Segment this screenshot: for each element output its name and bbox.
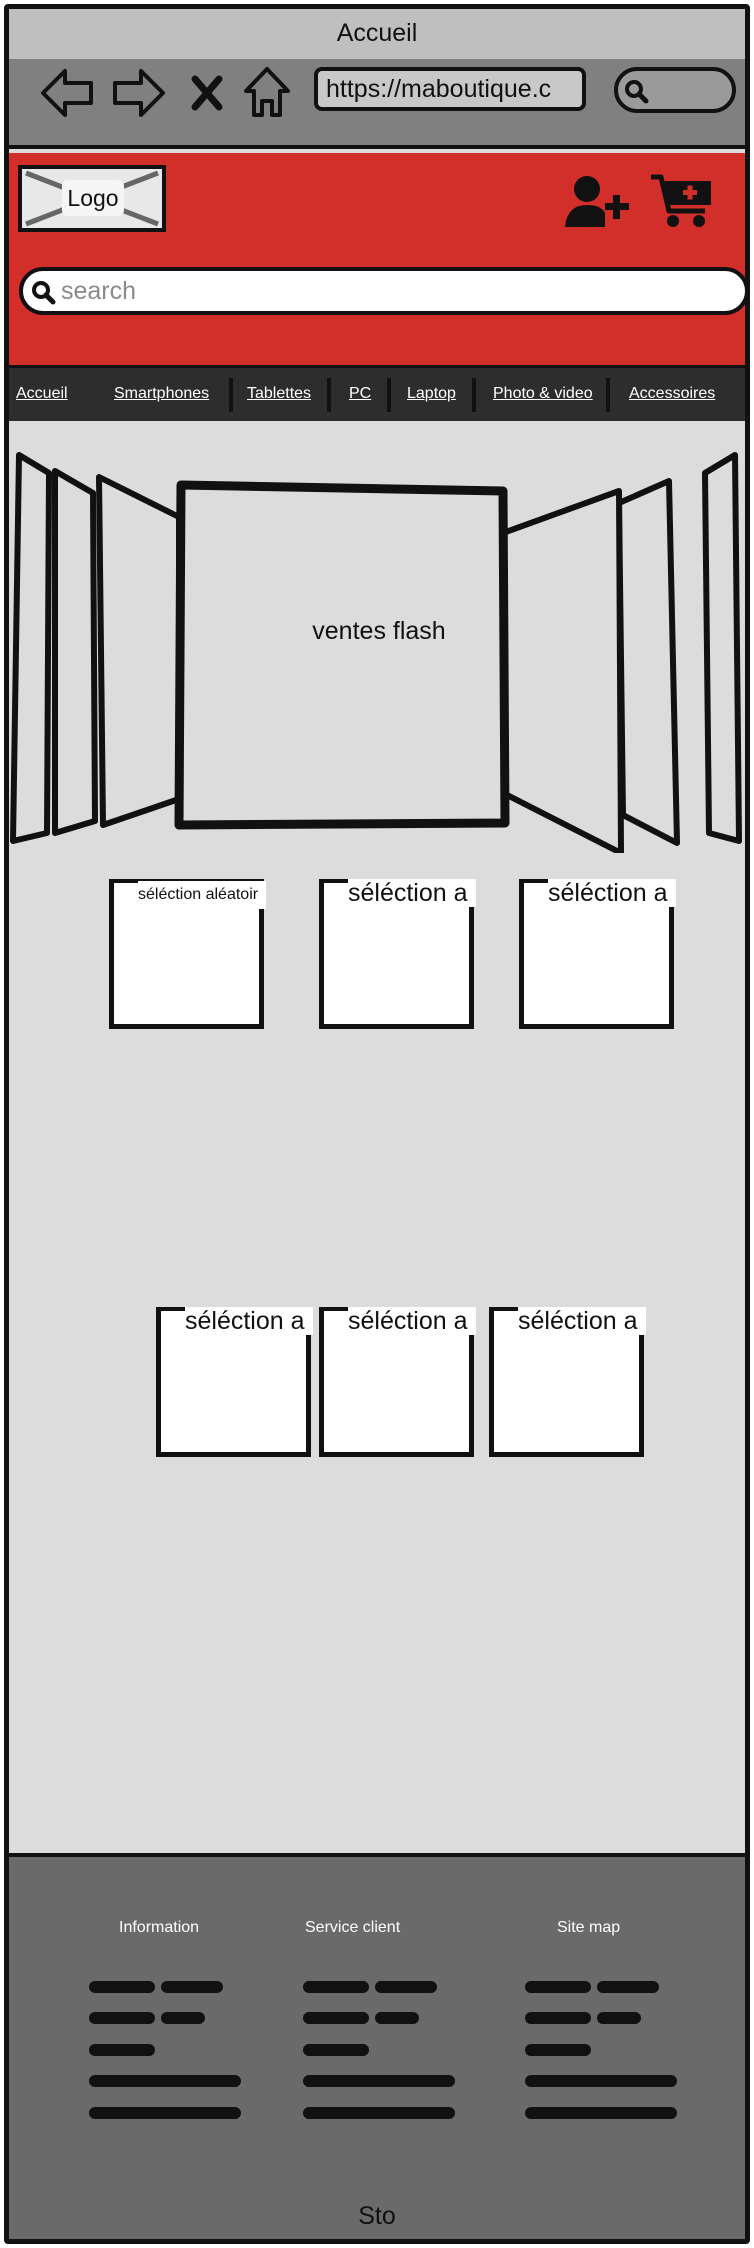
product-tile-label: séléction a [548, 879, 676, 907]
nav-item-accueil[interactable]: Accueil [16, 385, 68, 402]
site-search-box[interactable] [19, 267, 745, 315]
search-input[interactable] [61, 274, 701, 308]
placeholder-text [525, 2107, 677, 2119]
nav-item-accessoires[interactable]: Accessoires [629, 385, 716, 402]
placeholder-text [303, 2075, 455, 2087]
add-user-icon[interactable] [565, 173, 631, 231]
product-tile-label: séléction a [348, 1307, 476, 1335]
carousel-slide [616, 478, 680, 846]
carousel-slide [702, 452, 742, 844]
product-tile[interactable]: séléction a [319, 1307, 476, 1457]
placeholder-text [597, 1981, 659, 1993]
nav-item-tablettes[interactable]: Tablettes [247, 385, 312, 402]
carousel-slide [52, 468, 98, 836]
product-tile[interactable]: séléction a [489, 1307, 646, 1457]
nav-item-pc[interactable]: PC [349, 385, 372, 402]
footer-bottom-text: Sto [358, 2202, 396, 2230]
placeholder-text [303, 2044, 369, 2056]
add-to-cart-icon[interactable] [649, 173, 715, 231]
site-footer: Information Service client Site map [9, 1853, 745, 2239]
placeholder-text [525, 2012, 591, 2024]
placeholder-text [89, 2075, 241, 2087]
footer-heading-information[interactable]: Information [119, 1919, 200, 1936]
product-tile[interactable]: séléction a [156, 1307, 313, 1457]
search-icon [32, 281, 56, 305]
product-tile[interactable]: séléction a [519, 879, 676, 1029]
placeholder-text [525, 1981, 591, 1993]
forward-arrow-icon[interactable] [109, 65, 169, 121]
placeholder-text [303, 2012, 369, 2024]
product-tile-label: séléction a [348, 879, 476, 907]
product-tile-label: séléction a [185, 1307, 313, 1335]
placeholder-text [161, 1981, 223, 1993]
close-icon[interactable] [187, 65, 227, 121]
nav-item-photo-video[interactable]: Photo & video [493, 385, 593, 402]
placeholder-text [525, 2044, 591, 2056]
placeholder-text [89, 1981, 155, 1993]
browser-search[interactable] [614, 67, 736, 113]
product-tile[interactable]: séléction a [319, 879, 476, 1029]
placeholder-text [89, 2107, 241, 2119]
nav-item-smartphones[interactable]: Smartphones [114, 385, 210, 402]
placeholder-text [597, 2012, 641, 2024]
placeholder-text [525, 2075, 677, 2087]
carousel[interactable] [9, 413, 745, 853]
carousel-slide [10, 452, 52, 844]
product-tile[interactable]: séléction aléatoir [109, 879, 266, 1029]
nav-separator [606, 378, 610, 412]
carousel-main-slide[interactable] [174, 480, 510, 830]
placeholder-text [161, 2012, 205, 2024]
placeholder-text [89, 2044, 155, 2056]
footer-heading-site-map[interactable]: Site map [557, 1919, 621, 1936]
search-icon [625, 80, 649, 104]
site-header: Logo [9, 153, 745, 365]
product-tile-label: séléction a [518, 1307, 646, 1335]
browser-window: Accueil https://maboutique.c Logo Acc [4, 4, 750, 2244]
address-bar[interactable]: https://maboutique.c [314, 67, 586, 111]
category-nav: Accueil Smartphones Tablettes PC Laptop … [9, 365, 745, 421]
carousel-slide [96, 474, 182, 828]
nav-separator [327, 378, 331, 412]
placeholder-text [303, 2107, 455, 2119]
window-title: Accueil [336, 19, 418, 47]
carousel-slide [500, 488, 624, 853]
placeholder-text [303, 1981, 369, 1993]
product-tile-label: séléction aléatoir [138, 881, 266, 909]
nav-separator [229, 378, 233, 412]
back-arrow-icon[interactable] [37, 65, 97, 121]
home-icon[interactable] [239, 65, 295, 121]
footer-heading-service-client[interactable]: Service client [305, 1919, 401, 1936]
nav-separator [472, 378, 476, 412]
title-bar [9, 9, 745, 59]
nav-item-laptop[interactable]: Laptop [407, 385, 456, 402]
logo-text: Logo [62, 180, 124, 216]
nav-separator [387, 378, 391, 412]
placeholder-text [375, 1981, 437, 1993]
placeholder-text [375, 2012, 419, 2024]
placeholder-text [89, 2012, 155, 2024]
flash-sale-title: ventes flash [312, 617, 446, 645]
logo[interactable]: Logo [18, 165, 166, 232]
